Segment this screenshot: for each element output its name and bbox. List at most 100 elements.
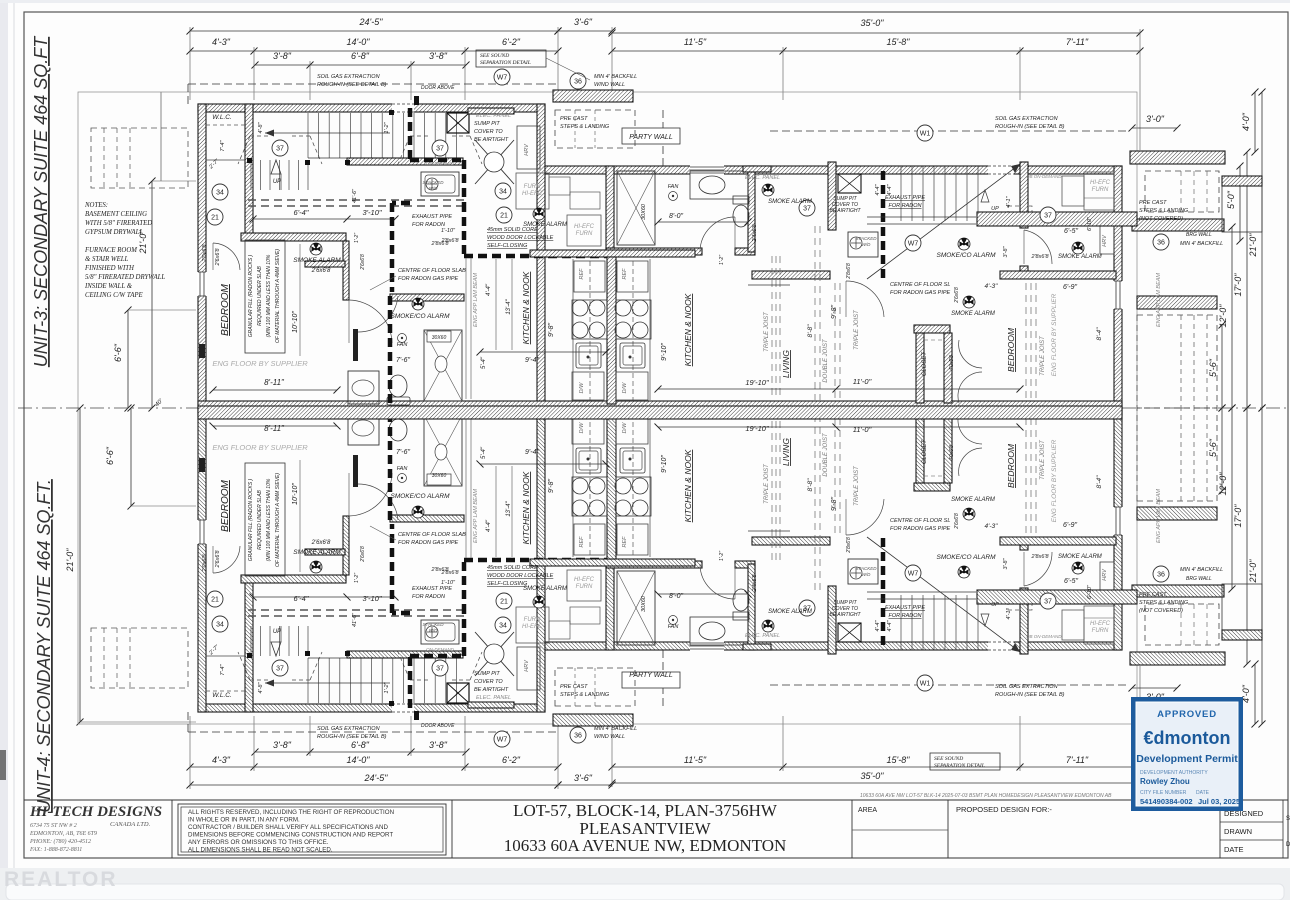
svg-text:7'-6": 7'-6" xyxy=(396,357,410,364)
svg-text:SOIL GAS EXTRACTION: SOIL GAS EXTRACTION xyxy=(317,726,380,732)
svg-text:HI-TECH DESIGNS: HI-TECH DESIGNS xyxy=(29,804,162,820)
svg-text:REF: REF xyxy=(622,536,628,548)
svg-text:37: 37 xyxy=(276,146,284,153)
svg-text:3'-8": 3'-8" xyxy=(273,51,292,61)
svg-text:PB ON-DEMAND: PB ON-DEMAND xyxy=(1026,174,1062,179)
svg-text:6'-5": 6'-5" xyxy=(1064,578,1078,585)
svg-text:2'0x6'8: 2'0x6'8 xyxy=(202,244,208,263)
svg-text:30X60: 30X60 xyxy=(641,203,647,220)
svg-text:STACKED: STACKED xyxy=(856,566,878,571)
svg-text:2'8x6'8: 2'8x6'8 xyxy=(440,570,459,576)
svg-text:& STAIR WELL: & STAIR WELL xyxy=(85,256,129,263)
svg-text:IN WHOLE OR IN PART, IN ANY FO: IN WHOLE OR IN PART, IN ANY FORM. xyxy=(188,817,300,824)
svg-text:PARTY WALL: PARTY WALL xyxy=(629,672,673,679)
svg-text:11'-5": 11'-5" xyxy=(684,37,707,47)
svg-text:2'6x6'8: 2'6x6'8 xyxy=(360,546,366,563)
svg-text:HI-EFC: HI-EFC xyxy=(1090,180,1111,186)
svg-text:REALTOR: REALTOR xyxy=(4,868,118,891)
svg-text:FINISHED WITH: FINISHED WITH xyxy=(84,265,135,272)
svg-text:GYPSUM DRYWALL: GYPSUM DRYWALL xyxy=(85,229,143,236)
svg-text:SMOKE/CO ALARM: SMOKE/CO ALARM xyxy=(937,252,997,259)
svg-text:HRV: HRV xyxy=(524,659,530,672)
svg-text:6'-6": 6'-6" xyxy=(113,343,123,362)
svg-text:COVER TO: COVER TO xyxy=(832,202,858,208)
svg-text:ENG FLOOR BY SUPPLIER: ENG FLOOR BY SUPPLIER xyxy=(1051,293,1058,376)
svg-text:STEPS & LANDING: STEPS & LANDING xyxy=(1139,208,1189,214)
svg-text:37: 37 xyxy=(803,606,811,613)
svg-text:15'-8": 15'-8" xyxy=(887,755,911,765)
svg-text:2'6x6'8: 2'6x6'8 xyxy=(215,248,221,267)
svg-text:35'-0": 35'-0" xyxy=(861,771,885,781)
svg-text:21: 21 xyxy=(211,215,219,222)
svg-text:45mm SOLID CORE: 45mm SOLID CORE xyxy=(487,227,538,233)
svg-text:2'6x6'8: 2'6x6'8 xyxy=(311,540,331,546)
svg-text:UP: UP xyxy=(991,206,999,212)
svg-text:FAN: FAN xyxy=(668,184,679,190)
svg-text:WITH 5/8" FIRERATED: WITH 5/8" FIRERATED xyxy=(85,220,152,227)
svg-text:PHONE: (780) 420-4512: PHONE: (780) 420-4512 xyxy=(29,838,91,845)
svg-text:15'-8": 15'-8" xyxy=(887,37,911,47)
svg-text:FURN: FURN xyxy=(1092,628,1109,634)
svg-text:8'-8": 8'-8" xyxy=(807,478,814,492)
svg-text:SMOKE ALARM: SMOKE ALARM xyxy=(1058,254,1102,260)
svg-text:ELEC. PANEL: ELEC. PANEL xyxy=(476,113,511,119)
svg-text:2'8x6'8: 2'8x6'8 xyxy=(440,238,459,244)
svg-text:DEVELOPMENT AUTHORITY: DEVELOPMENT AUTHORITY xyxy=(1140,770,1208,776)
svg-text:PROPOSED DESIGN FOR:-: PROPOSED DESIGN FOR:- xyxy=(956,805,1052,814)
svg-text:4'-1": 4'-1" xyxy=(1006,195,1012,207)
svg-text:3'-8": 3'-8" xyxy=(429,740,448,750)
svg-text:BE AIRTIGHT: BE AIRTIGHT xyxy=(474,137,509,143)
svg-text:FAN: FAN xyxy=(397,466,408,472)
svg-text:S: S xyxy=(1286,816,1290,822)
svg-text:1'-2": 1'-2" xyxy=(719,551,725,561)
svg-text:INSIDE WALL &: INSIDE WALL & xyxy=(84,283,133,290)
svg-text:24'-5": 24'-5" xyxy=(364,773,389,783)
svg-text:BEDROOM: BEDROOM xyxy=(1006,327,1016,372)
svg-text:4'-1": 4'-1" xyxy=(1006,607,1012,619)
svg-text:HRV: HRV xyxy=(1102,568,1108,581)
svg-text:13'-4": 13'-4" xyxy=(506,298,512,314)
svg-text:CENTRE OF FLOOR SLAB: CENTRE OF FLOOR SLAB xyxy=(398,268,466,274)
svg-text:ENG FLOOR BY SUPPLIER: ENG FLOOR BY SUPPLIER xyxy=(212,359,308,368)
svg-text:BE AIRTIGHT: BE AIRTIGHT xyxy=(829,208,861,214)
svg-text:30X60: 30X60 xyxy=(641,595,647,612)
svg-text:4'-4": 4'-4" xyxy=(486,519,492,532)
svg-text:HRV: HRV xyxy=(524,143,530,156)
svg-text:DOOR ABOVE: DOOR ABOVE xyxy=(421,85,455,91)
svg-text:STACKED: STACKED xyxy=(856,236,878,241)
svg-text:SELF-CLOSING: SELF-CLOSING xyxy=(487,581,528,587)
svg-text:OF MATERIAL THROUGH A 4MM SIEV: OF MATERIAL THROUGH A 4MM SIEVE) xyxy=(275,473,281,567)
svg-text:ALL RIGHTS RESERVED, INCLUDING: ALL RIGHTS RESERVED, INCLUDING THE RIGHT… xyxy=(188,809,394,816)
svg-text:1'-10": 1'-10" xyxy=(441,580,456,586)
svg-text:W.L.C.: W.L.C. xyxy=(212,692,232,699)
svg-text:7'-4": 7'-4" xyxy=(220,663,226,675)
svg-text:PB ON-DEMAND: PB ON-DEMAND xyxy=(1026,634,1062,639)
svg-text:KITCHEN & NOOK: KITCHEN & NOOK xyxy=(683,449,693,522)
svg-text:7'-11": 7'-11" xyxy=(1066,37,1089,47)
svg-text:SEPARATION DETAIL: SEPARATION DETAIL xyxy=(480,60,531,66)
svg-text:PRE CAST: PRE CAST xyxy=(560,116,588,122)
svg-text:2'4x6'8: 2'4x6'8 xyxy=(752,574,758,593)
svg-text:(MIN 100 MM AND LESS THAN 10%: (MIN 100 MM AND LESS THAN 10% xyxy=(266,254,272,337)
svg-text:STACKED: STACKED xyxy=(423,180,445,185)
svg-text:REF: REF xyxy=(579,268,585,280)
svg-text:FURN: FURN xyxy=(524,184,541,190)
svg-text:1'-2": 1'-2" xyxy=(719,255,725,265)
svg-text:CENTRE OF FLOOR SLAB: CENTRE OF FLOOR SLAB xyxy=(398,532,466,538)
svg-text:6'-2": 6'-2" xyxy=(502,755,521,765)
svg-text:PARTY WALL: PARTY WALL xyxy=(629,134,673,141)
svg-text:CEILING C/W TAPE: CEILING C/W TAPE xyxy=(85,292,143,299)
svg-text:2'6x6'8: 2'6x6'8 xyxy=(954,287,960,304)
svg-text:35'-0": 35'-0" xyxy=(861,18,885,28)
svg-text:13'-4": 13'-4" xyxy=(506,500,512,516)
svg-text:36: 36 xyxy=(1157,240,1165,247)
svg-text:CENTRE OF FLOOR SL: CENTRE OF FLOOR SL xyxy=(890,518,950,524)
svg-text:9'-8": 9'-8" xyxy=(831,497,838,511)
svg-text:8'-4": 8'-4" xyxy=(1096,327,1103,341)
svg-text:SMOKE ALARM: SMOKE ALARM xyxy=(293,549,341,556)
svg-text:541490384-002: 541490384-002 xyxy=(1140,797,1193,806)
svg-text:6'-5": 6'-5" xyxy=(1064,228,1078,235)
svg-text:4'-3": 4'-3" xyxy=(985,523,999,530)
svg-text:LIVING: LIVING xyxy=(781,350,791,378)
svg-text:21: 21 xyxy=(211,597,219,604)
